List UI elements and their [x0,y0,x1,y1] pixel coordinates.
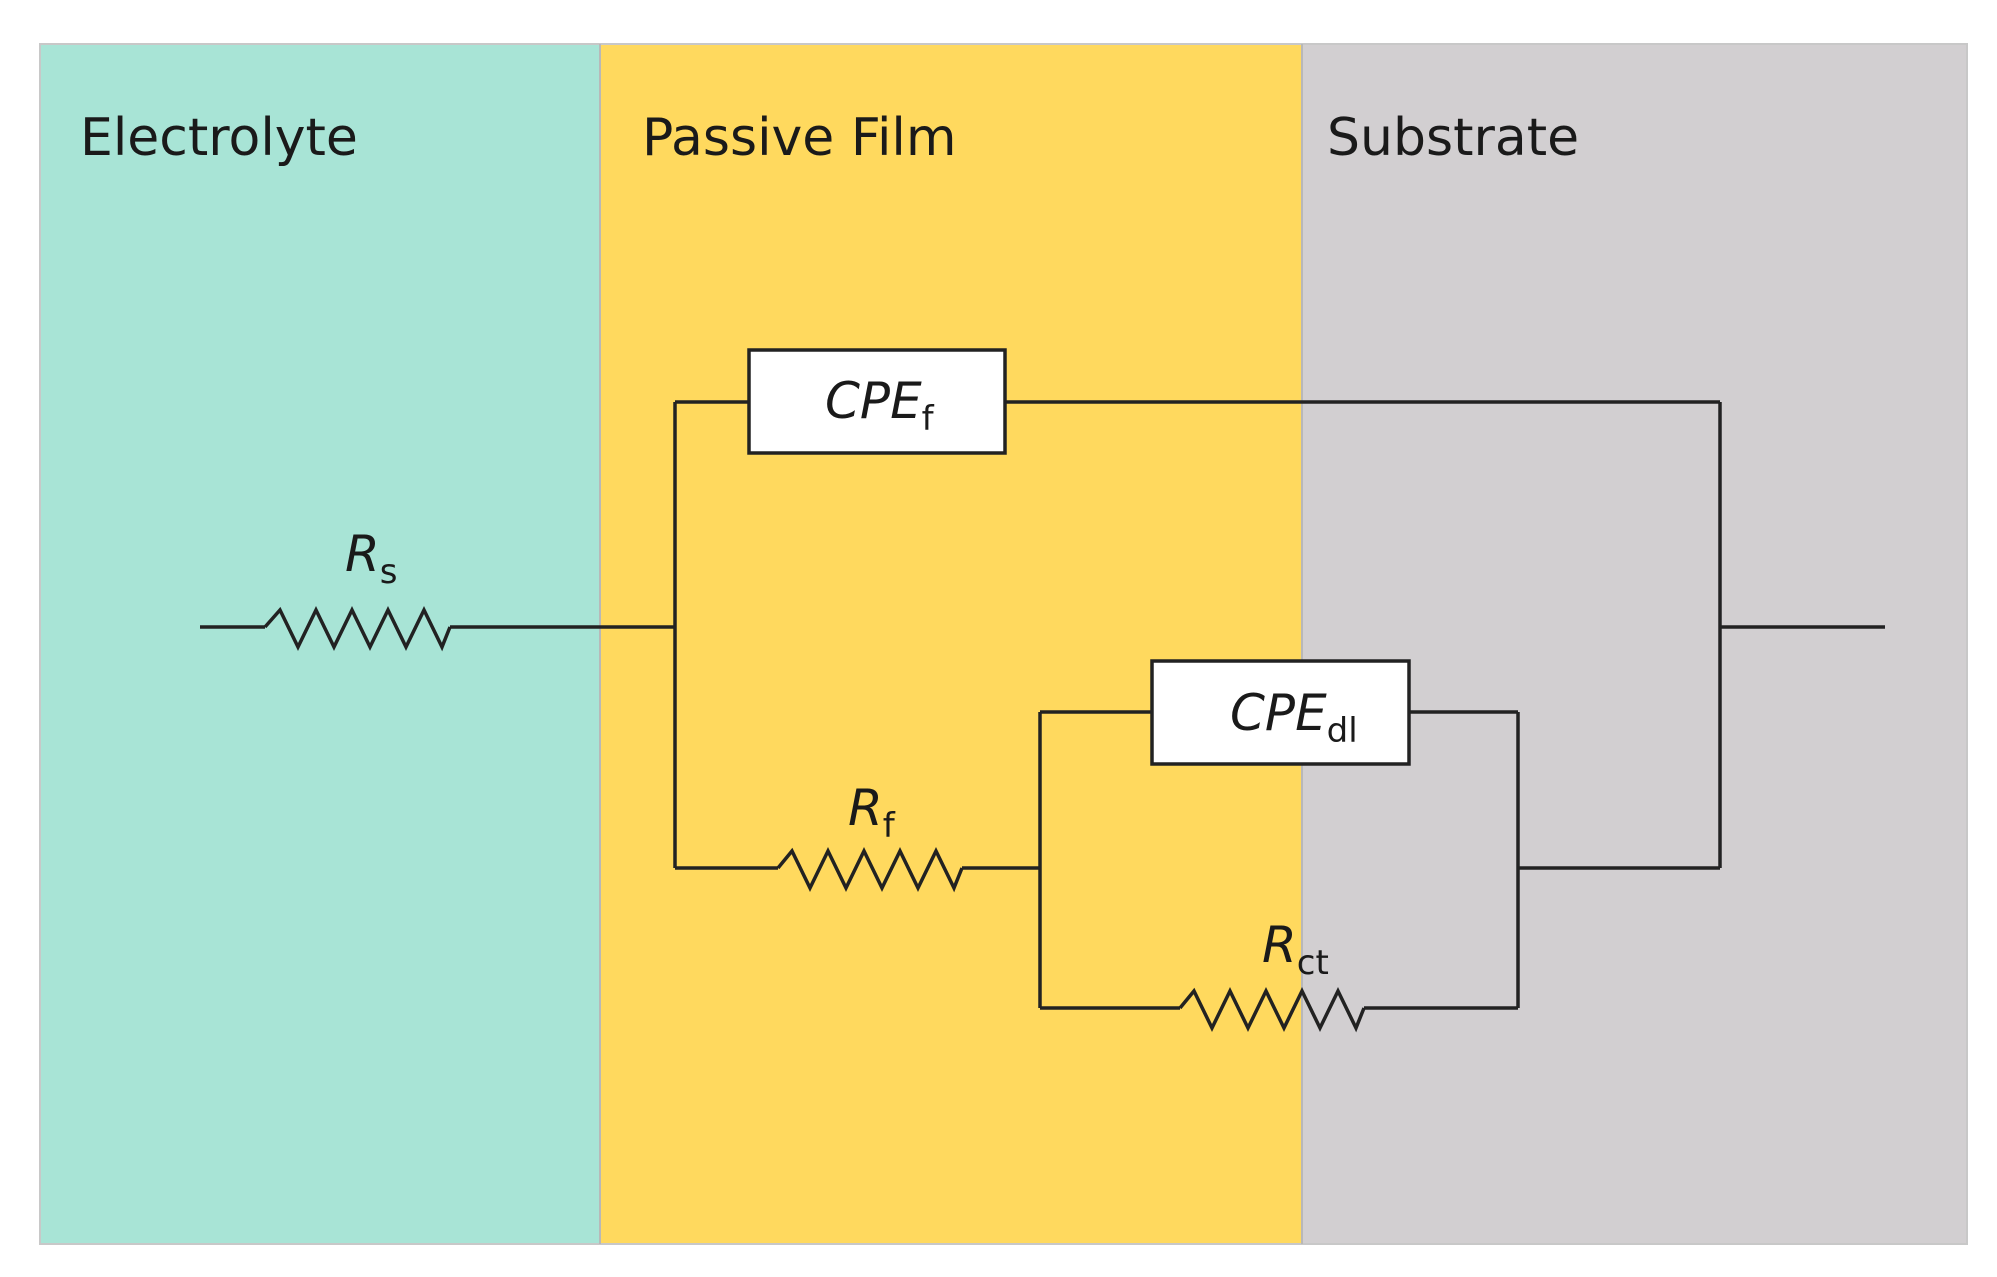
cpe-dl-label: CPEdl [1230,684,1358,751]
substrate-label: Substrate [1327,108,1579,168]
diagram-frame [39,43,1968,1245]
cpe-f-label: CPEf [825,372,935,439]
resistor-rs [263,605,452,652]
substrate-region [1302,44,1967,1244]
cpe-f-box [747,348,1007,455]
resistor-rf [776,846,964,893]
rct-label: Rct [1262,916,1329,983]
resistor-rct [1178,986,1366,1033]
rf-label: Rf [848,779,896,846]
rs-label: Rs [345,525,397,592]
passive-film-label: Passive Film [642,108,957,168]
passive-film-region [600,44,1302,1244]
cpe-dl-box [1150,659,1411,766]
electrolyte-label: Electrolyte [80,108,358,168]
electrolyte-region [40,44,600,1244]
